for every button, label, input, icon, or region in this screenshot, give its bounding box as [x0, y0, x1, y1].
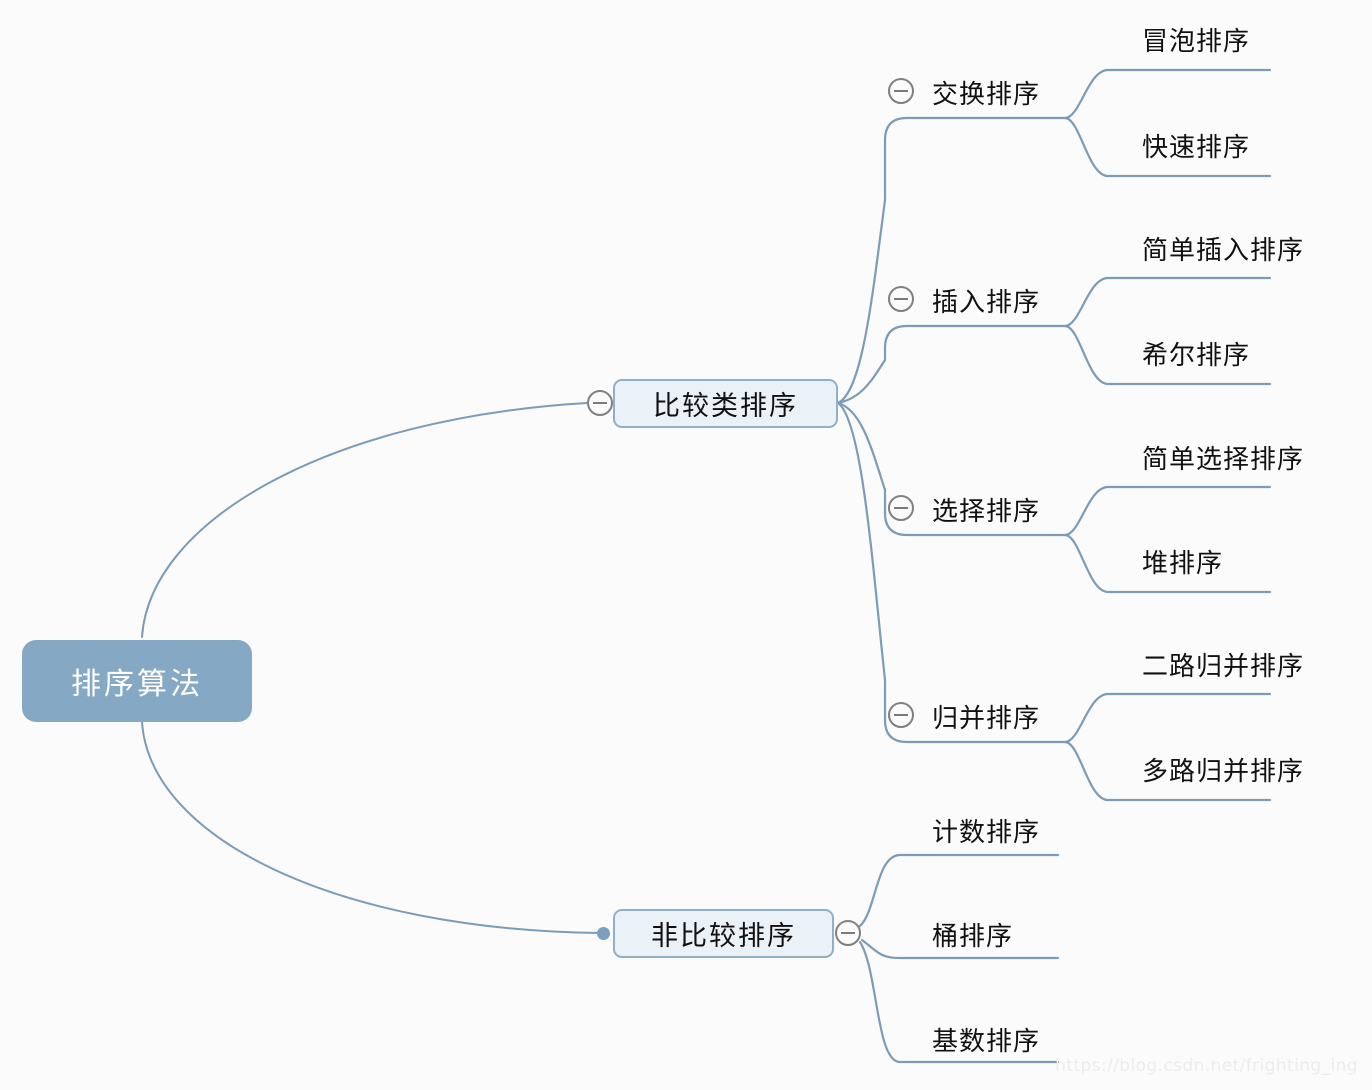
leaf-heap-sort-label: 堆排序	[1142, 548, 1224, 579]
node-exchange[interactable]: 交换排序	[932, 75, 1041, 110]
edge-comparison-to-exchange	[836, 116, 1067, 405]
edge-comparison-to-insertion	[836, 324, 1067, 405]
root-node-label: 排序算法	[71, 667, 203, 702]
toggle-selection[interactable]	[888, 495, 914, 521]
leaf-quick-sort-label: 快速排序	[1142, 132, 1251, 163]
leaf-heap-sort[interactable]: 堆排序	[1142, 544, 1224, 579]
edge-selection-to-simple	[1063, 485, 1272, 537]
toggle-insertion[interactable]	[888, 286, 914, 312]
leaf-bubble-sort-label: 冒泡排序	[1142, 26, 1251, 57]
branch-node-comparison[interactable]: 比较类排序	[613, 379, 838, 428]
node-insertion[interactable]: 插入排序	[932, 283, 1041, 318]
leaf-simple-insertion-sort[interactable]: 简单插入排序	[1142, 231, 1305, 266]
toggle-noncomparison[interactable]	[835, 920, 861, 946]
leaf-bubble-sort[interactable]: 冒泡排序	[1142, 22, 1251, 57]
leaf-counting-sort[interactable]: 计数排序	[932, 813, 1041, 848]
leaf-multi-way-merge-sort[interactable]: 多路归并排序	[1142, 752, 1305, 787]
leaf-shell-sort-label: 希尔排序	[1142, 340, 1251, 371]
edge-root-to-noncomparison	[141, 721, 601, 934]
edge-comparison-to-merge	[836, 401, 1067, 744]
leaf-multi-way-merge-sort-label: 多路归并排序	[1142, 756, 1305, 787]
toggle-merge[interactable]	[888, 702, 914, 728]
leaf-radix-sort-label: 基数排序	[932, 1026, 1041, 1057]
node-insertion-label: 插入排序	[932, 287, 1041, 318]
root-node[interactable]: 排序算法	[22, 640, 252, 722]
leaf-simple-selection-sort[interactable]: 简单选择排序	[1142, 440, 1305, 475]
leaf-radix-sort[interactable]: 基数排序	[932, 1022, 1041, 1057]
watermark: https://blog.csdn.net/frighting_ing	[1055, 1056, 1358, 1076]
leaf-quick-sort[interactable]: 快速排序	[1142, 128, 1251, 163]
edge-insertion-to-simple	[1063, 276, 1272, 328]
branch-node-noncomparison[interactable]: 非比较排序	[613, 909, 834, 958]
branch-node-noncomparison-label: 非比较排序	[651, 921, 796, 952]
leaf-bucket-sort-label: 桶排序	[932, 921, 1014, 952]
leaf-two-way-merge-sort[interactable]: 二路归并排序	[1142, 647, 1305, 682]
leaf-shell-sort[interactable]: 希尔排序	[1142, 336, 1251, 371]
leaf-simple-insertion-sort-label: 简单插入排序	[1142, 235, 1305, 266]
node-selection[interactable]: 选择排序	[932, 492, 1041, 527]
leaf-simple-selection-sort-label: 简单选择排序	[1142, 444, 1305, 475]
node-merge[interactable]: 归并排序	[932, 699, 1041, 734]
node-exchange-label: 交换排序	[932, 79, 1041, 110]
edge-root-to-comparison	[141, 402, 588, 638]
edge-merge-to-twoway	[1063, 692, 1272, 744]
branch-node-comparison-label: 比较类排序	[653, 391, 798, 422]
toggle-comparison[interactable]	[587, 390, 613, 416]
leaf-bucket-sort[interactable]: 桶排序	[932, 917, 1014, 952]
leaf-counting-sort-label: 计数排序	[932, 817, 1041, 848]
edge-exchange-to-bubble	[1063, 68, 1272, 120]
toggle-exchange[interactable]	[888, 78, 914, 104]
endpoint-dot-noncomparison	[597, 927, 610, 940]
node-merge-label: 归并排序	[932, 703, 1041, 734]
leaf-two-way-merge-sort-label: 二路归并排序	[1142, 651, 1305, 682]
node-selection-label: 选择排序	[932, 496, 1041, 527]
